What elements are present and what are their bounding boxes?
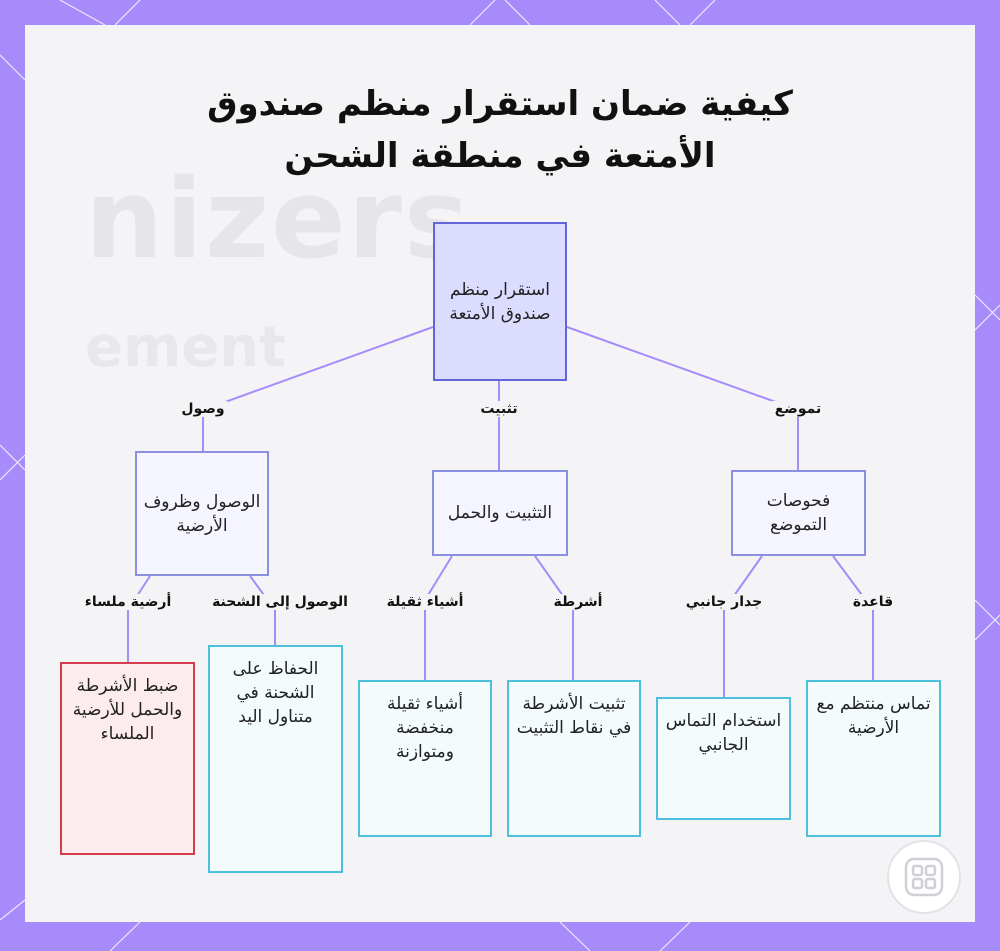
background-watermark-text-2: ement [85, 315, 286, 380]
edge-label-cargo-access: الوصول إلى الشحنة [209, 594, 351, 610]
node-base: تماس منتظم مع الأرضية [806, 680, 941, 837]
node-base-label: تماس منتظم مع الأرضية [816, 694, 931, 738]
edge-pos-base [832, 555, 874, 680]
edge-label-positioning: تموضع [771, 401, 825, 417]
node-positioning-label: فحوصات التموضع [766, 491, 831, 535]
node-securing-label: التثبيت والحمل [447, 503, 553, 523]
edge-label-base: قاعدة [849, 594, 897, 610]
node-root: استقرار منظم صندوق الأمتعة [433, 222, 567, 381]
edge-label-heavy-items: أشياء ثقيلة [383, 594, 467, 610]
title-line-2: الأمتعة في منطقة الشحن [284, 136, 716, 176]
edge-root-access [202, 326, 434, 451]
edge-label-side-wall: جدار جانبي [682, 594, 766, 610]
node-heavy-items: أشياء ثقيلة منخفضة ومتوازنة [358, 680, 492, 837]
node-side-wall-label: استخدام التماس الجانبي [665, 711, 782, 755]
node-access-label: الوصول وظروف الأرضية [143, 491, 261, 536]
edge-label-smooth-floor: أرضية ملساء [81, 594, 175, 610]
node-heavy-items-label: أشياء ثقيلة منخفضة ومتوازنة [387, 694, 463, 762]
edge-access-cargo [249, 575, 276, 645]
background-watermark-text: nizers [85, 155, 472, 283]
edge-securing-heavy [424, 555, 453, 680]
edge-securing-straps [534, 555, 574, 680]
edge-pos-side [723, 555, 763, 697]
edge-root-positioning [566, 326, 799, 470]
node-root-label: استقرار منظم صندوق الأمتعة [449, 279, 551, 324]
title-line-1: كيفية ضمان استقرار منظم صندوق [207, 84, 793, 124]
edge-label-straps: أشرطة [550, 594, 606, 610]
edge-label-access: وصول [178, 401, 228, 417]
node-smooth-floor-label: ضبط الأشرطة والحمل للأرضية الملساء [72, 676, 183, 744]
edge-label-securing: تثبيت [477, 401, 521, 417]
node-cargo-access-label: الحفاظ على الشحنة في متناول اليد [232, 659, 319, 727]
node-straps-label: تثبيت الأشرطة في نقاط التثبيت [516, 694, 632, 738]
node-side-wall: استخدام التماس الجانبي [656, 697, 791, 820]
grid-logo-icon [887, 840, 961, 914]
node-positioning: فحوصات التموضع [731, 470, 866, 556]
edge-access-smooth [127, 575, 151, 662]
node-straps: تثبيت الأشرطة في نقاط التثبيت [507, 680, 641, 837]
node-smooth-floor: ضبط الأشرطة والحمل للأرضية الملساء [60, 662, 195, 855]
node-securing: التثبيت والحمل [432, 470, 568, 556]
node-access: الوصول وظروف الأرضية [135, 451, 269, 576]
node-cargo-access: الحفاظ على الشحنة في متناول اليد [208, 645, 343, 873]
diagram-title: كيفية ضمان استقرار منظم صندوق الأمتعة في… [0, 78, 1000, 182]
